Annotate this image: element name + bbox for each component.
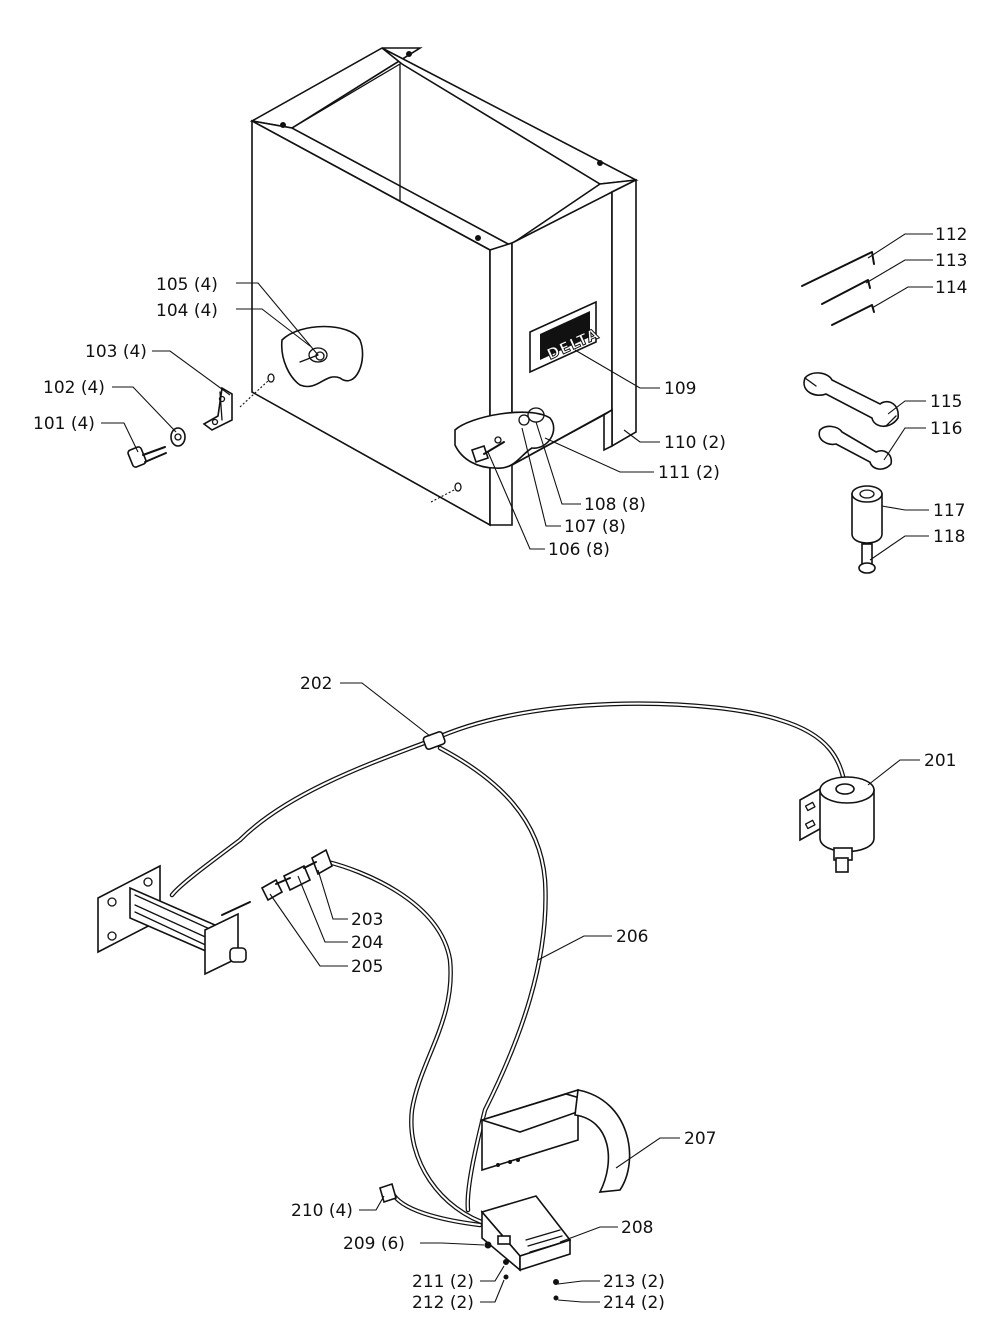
label-204: 204 bbox=[351, 933, 383, 953]
air-valve bbox=[799, 776, 875, 873]
label-116: 116 bbox=[930, 419, 962, 439]
label-107: 107 (8) bbox=[564, 517, 626, 537]
label-202: 202 bbox=[300, 674, 332, 694]
label-117: 117 bbox=[933, 501, 965, 521]
label-211: 211 (2) bbox=[412, 1272, 474, 1292]
label-208: 208 bbox=[621, 1218, 653, 1238]
label-102: 102 (4) bbox=[43, 378, 105, 398]
pedal-guard bbox=[479, 1088, 631, 1193]
label-118: 118 bbox=[933, 527, 965, 547]
label-205: 205 bbox=[351, 957, 383, 977]
label-106: 106 (8) bbox=[548, 540, 610, 560]
label-209: 209 (6) bbox=[343, 1234, 405, 1254]
adjustment-knob bbox=[851, 485, 883, 574]
air-fittings bbox=[260, 848, 333, 902]
label-203: 203 bbox=[351, 910, 383, 930]
foot-pedal bbox=[480, 1195, 572, 1301]
bolt-cutaway-right bbox=[454, 407, 555, 469]
label-207: 207 bbox=[684, 1129, 716, 1149]
label-110: 110 (2) bbox=[664, 433, 726, 453]
label-109: 109 bbox=[664, 379, 696, 399]
label-210: 210 (4) bbox=[291, 1201, 353, 1221]
label-113: 113 bbox=[935, 251, 967, 271]
label-214: 214 (2) bbox=[603, 1293, 665, 1313]
label-112: 112 bbox=[935, 225, 967, 245]
label-206: 206 bbox=[616, 927, 648, 947]
cabinet-stand bbox=[239, 47, 639, 527]
leader-lines bbox=[101, 233, 933, 1303]
label-212: 212 (2) bbox=[412, 1293, 474, 1313]
air-hoses bbox=[169, 701, 848, 1228]
label-104: 104 (4) bbox=[156, 301, 218, 321]
label-101: 101 (4) bbox=[33, 414, 95, 434]
label-115: 115 bbox=[930, 392, 962, 412]
hex-wrenches bbox=[801, 251, 875, 326]
label-103: 103 (4) bbox=[85, 342, 147, 362]
label-201: 201 bbox=[924, 751, 956, 771]
air-cylinder bbox=[97, 864, 251, 976]
label-108: 108 (8) bbox=[584, 495, 646, 515]
tee-fitting bbox=[422, 730, 446, 750]
bolt-cutaway-left bbox=[280, 325, 364, 388]
label-114: 114 bbox=[935, 278, 967, 298]
open-end-wrenches bbox=[803, 372, 899, 470]
label-111: 111 (2) bbox=[658, 463, 720, 483]
leg-bracket-assembly bbox=[127, 386, 233, 468]
part-labels: 112 113 114 105 (4) 104 (4) 103 (4) 102 … bbox=[33, 225, 967, 1313]
label-213: 213 (2) bbox=[603, 1272, 665, 1292]
label-105: 105 (4) bbox=[156, 275, 218, 295]
